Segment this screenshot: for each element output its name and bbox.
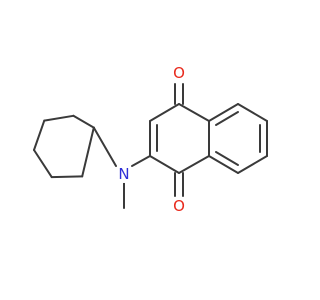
oxygen-bottom-label: O <box>173 197 185 215</box>
bond <box>33 149 53 179</box>
bond <box>50 175 84 179</box>
bond <box>215 111 239 126</box>
structure-diagram: O O N <box>33 64 268 215</box>
bond <box>43 114 75 122</box>
cyclohexane-ring <box>33 114 95 179</box>
bond <box>237 103 268 122</box>
bond <box>237 155 268 174</box>
bond <box>178 155 210 174</box>
carbonyl-bottom <box>174 172 184 197</box>
bond <box>208 103 239 122</box>
atom-n: N <box>115 165 133 183</box>
quinone-ring <box>149 103 210 174</box>
bond <box>72 114 95 129</box>
atom-o-bottom: O <box>170 197 188 215</box>
carbonyl-top <box>174 83 184 105</box>
atom-o-top: O <box>170 64 188 82</box>
oxygen-top-label: O <box>173 64 185 82</box>
bond <box>81 126 95 178</box>
bond <box>178 103 210 122</box>
bond <box>149 103 180 122</box>
bond <box>92 126 117 167</box>
bond <box>215 151 239 166</box>
bond <box>208 155 239 174</box>
bond <box>149 155 180 174</box>
bond <box>131 155 151 167</box>
bond <box>33 119 46 151</box>
benzene-ring <box>208 103 268 174</box>
nitrogen-label: N <box>118 165 129 183</box>
